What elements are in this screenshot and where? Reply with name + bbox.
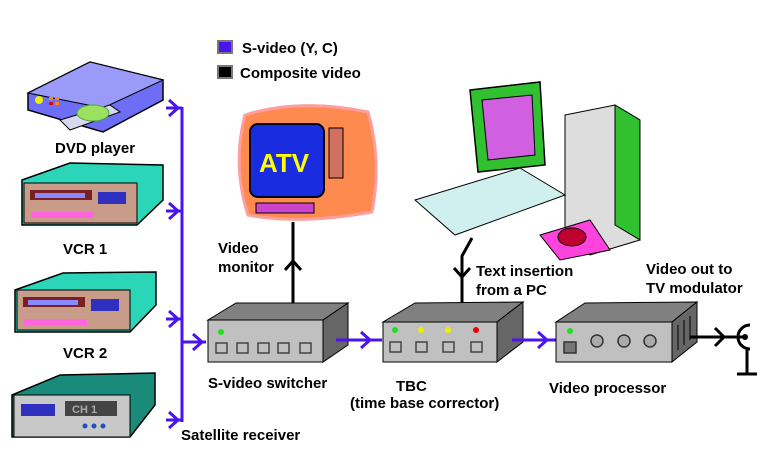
output-label-line1: Video out to: [646, 261, 732, 278]
legend-svideo-label: S-video (Y, C): [242, 40, 338, 57]
pc-label-line2: from a PC: [476, 282, 547, 299]
svideo-bus: [166, 98, 206, 430]
tbc-to-processor-arrow: [537, 330, 550, 350]
vcr2-label: VCR 2: [63, 345, 107, 362]
legend: S-video (Y, C) Composite video: [217, 40, 361, 82]
svideo-switcher-icon: [206, 302, 350, 363]
processor-label: Video processor: [549, 380, 666, 397]
legend-composite-label: Composite video: [240, 65, 361, 82]
tbc-label-line1: TBC: [396, 378, 427, 395]
legend-composite-swatch: [217, 65, 233, 79]
output-label-line2: TV modulator: [646, 280, 743, 297]
satellite-receiver-label: Satellite receiver: [181, 427, 300, 444]
dvd-player-icon: [26, 61, 165, 133]
satellite-receiver-icon: CH 1: [11, 372, 156, 438]
switcher-to-tbc-arrow: [360, 330, 373, 350]
vcr2-icon: [14, 271, 157, 333]
vcr1-icon: [21, 162, 164, 226]
video-processor-icon: [554, 300, 699, 364]
pc-label-line1: Text insertion: [476, 263, 573, 280]
pc-link: [460, 237, 474, 303]
output-connector: [690, 323, 757, 376]
pc-arrow: [452, 267, 472, 280]
dvd-player-label: DVD player: [55, 140, 135, 157]
monitor-label-line2: monitor: [218, 259, 274, 276]
tbc-label-line2: (time base corrector): [350, 395, 499, 412]
monitor-screen-text: ATV: [259, 148, 310, 178]
legend-svideo-swatch: [217, 40, 233, 54]
satellite-channel-display: CH 1: [72, 404, 97, 416]
monitor-arrow: [283, 258, 303, 271]
video-monitor-icon: ATV: [237, 104, 378, 221]
monitor-label-line1: Video: [218, 240, 259, 257]
tbc-icon: [381, 300, 525, 364]
pc-icon: [413, 81, 641, 261]
switcher-label: S-video switcher: [208, 375, 327, 392]
vcr1-label: VCR 1: [63, 241, 107, 258]
